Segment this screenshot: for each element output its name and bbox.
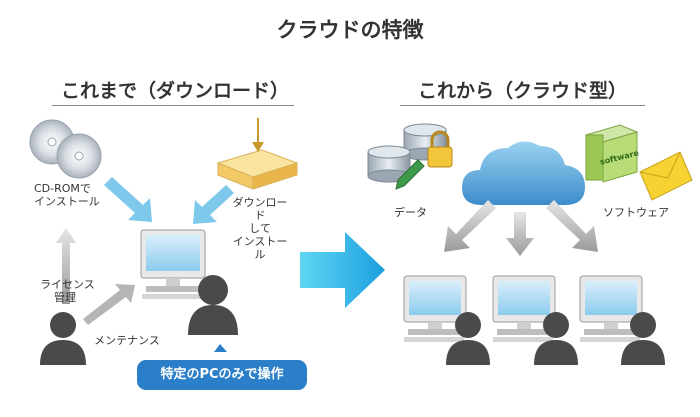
- license-label: ライセンス 管理: [40, 278, 95, 304]
- maintenance-arrow: [83, 284, 135, 325]
- page-title: クラウドの特徴: [276, 18, 424, 42]
- download-label-line-1: ダウンロード: [232, 196, 288, 222]
- download-to-pc-arrow: [193, 185, 234, 224]
- cloud-icon: [462, 141, 585, 205]
- right-pc-2-user-icon: [534, 312, 578, 365]
- right-section-heading: これから（クラウド型）: [417, 80, 627, 102]
- left-pc-icon: [140, 229, 206, 299]
- cd-to-pc-arrow: [104, 177, 152, 222]
- cdrom-label: CD-ROMで インストール: [34, 182, 100, 208]
- right-heading-rule: [400, 105, 645, 106]
- left-section-heading: これまで（ダウンロード）: [60, 80, 289, 102]
- cloud-arrow-left: [444, 200, 496, 252]
- license-arrow: [56, 228, 76, 304]
- software-box-icon: software: [584, 124, 640, 183]
- software-label: ソフトウェア: [603, 206, 669, 219]
- maintenance-label: メンテナンス: [94, 334, 160, 347]
- right-pc-3-icon: [579, 275, 643, 342]
- right-pc-1-user-icon: [446, 312, 490, 365]
- left-heading-rule: [52, 105, 294, 106]
- right-pc-3-user-icon: [621, 312, 665, 365]
- badge-pointer: [214, 344, 227, 352]
- database-icon: [367, 123, 447, 183]
- download-arrow-icon: [252, 118, 264, 152]
- cdrom-label-line-2: インストール: [34, 195, 100, 208]
- cd-rom-icon: [29, 119, 102, 179]
- download-label-line-2: して: [249, 222, 271, 235]
- license-label-line-1: ライセンス: [40, 278, 95, 291]
- download-box-icon: [216, 149, 299, 190]
- download-label-line-3: インストール: [232, 235, 288, 261]
- transition-arrow-icon: [300, 232, 385, 308]
- right-pc-2-icon: [492, 275, 556, 342]
- admin-user-icon: [40, 312, 86, 365]
- envelope-icon: [639, 151, 693, 201]
- download-label: ダウンロード して インストール: [228, 196, 292, 261]
- cdrom-label-line-1: CD-ROMで: [34, 182, 91, 195]
- cloud-arrow-right: [546, 200, 598, 252]
- left-pc-user-icon: [188, 275, 238, 335]
- data-label: データ: [394, 206, 427, 219]
- pc-only-badge: 特定のPCのみで操作: [137, 360, 307, 390]
- lock-icon: [427, 130, 453, 168]
- license-label-line-2: 管理: [54, 291, 76, 304]
- pencil-icon: [395, 159, 425, 190]
- right-pc-1-icon: [403, 275, 467, 342]
- cloud-arrow-center: [506, 212, 534, 256]
